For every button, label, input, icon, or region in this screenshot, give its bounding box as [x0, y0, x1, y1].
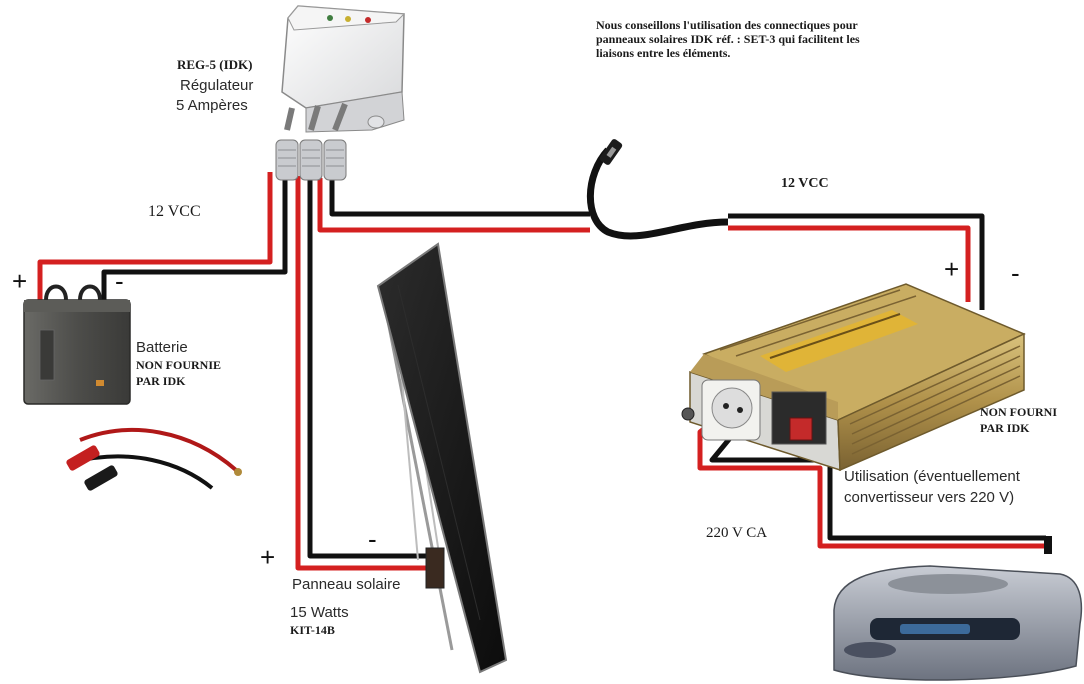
regulator-name: Régulateur	[180, 77, 254, 94]
battery-note-2: PAR IDK	[136, 374, 186, 388]
regulator-ref: REG-5 (IDK)	[177, 57, 253, 72]
panel-plus-sign: +	[260, 542, 276, 572]
panel-minus-sign: -	[368, 524, 377, 554]
battery-minus-sign: -	[115, 266, 124, 296]
inverter-note-1: NON FOURNI	[980, 405, 1057, 419]
battery-device	[23, 284, 242, 491]
output-voltage: 220 V CA	[706, 525, 768, 541]
note-line-2: panneaux solaires IDK réf. : SET-3 qui f…	[596, 31, 860, 46]
inverter-negative-wire	[728, 213, 985, 310]
battery-note-1: NON FOURNIE	[136, 358, 222, 372]
load-negative-wire	[329, 178, 590, 217]
battery-plus-sign: +	[12, 266, 28, 296]
note-text: Nous conseillons l'utilisation des conne…	[596, 18, 860, 60]
inverter-voltage: 12 VCC	[781, 176, 829, 191]
inverter-device	[681, 283, 1026, 472]
panel-power: 15 Watts	[290, 604, 349, 621]
usage-line-2: convertisseur vers 220 V)	[844, 489, 1015, 506]
inverter-minus-sign: -	[1011, 258, 1020, 288]
inverter-plus-sign: +	[944, 254, 960, 284]
regulator-device	[275, 5, 406, 181]
battery-voltage: 12 VCC	[148, 203, 201, 220]
panel-ref: KIT-14B	[290, 623, 335, 637]
note-line-1: Nous conseillons l'utilisation des conne…	[596, 18, 858, 32]
panel-negative-wire	[307, 176, 430, 559]
battery-name: Batterie	[136, 339, 188, 356]
panel-positive-wire	[295, 176, 440, 571]
inverter-positive-wire	[728, 225, 971, 302]
battery-positive-wire	[37, 172, 273, 300]
solar-panel-device	[376, 242, 508, 674]
panel-name: Panneau solaire	[292, 576, 401, 593]
connector-cable	[586, 139, 729, 240]
usage-line-1: Utilisation (éventuellement	[844, 468, 1020, 485]
inverter-note-2: PAR IDK	[980, 421, 1030, 435]
load-positive-wire	[317, 178, 590, 233]
regulator-rating: 5 Ampères	[176, 97, 248, 114]
note-line-3: liaisons entre les éléments.	[596, 45, 731, 60]
battery-negative-wire	[101, 172, 288, 300]
wires	[37, 172, 1052, 571]
radio-load-device	[833, 565, 1083, 681]
